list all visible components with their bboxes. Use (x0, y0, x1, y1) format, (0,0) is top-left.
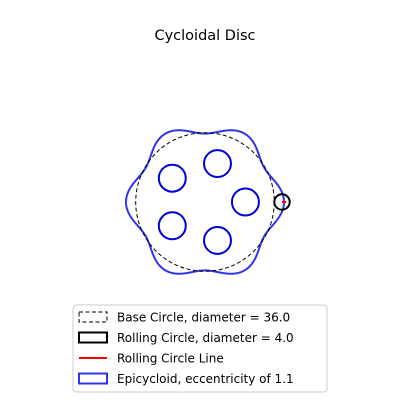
legend-entry-rolling: Rolling Circle, diameter = 4.0 (78, 331, 294, 345)
legend-entry-base: Base Circle, diameter = 36.0 (78, 311, 290, 325)
legend-entry-line: Rolling Circle Line (79, 352, 224, 366)
legend-swatch-box (78, 331, 108, 344)
legend-entry-epi: Epicycloid, eccentricity of 1.1 (78, 372, 294, 386)
legend-label: Rolling Circle Line (117, 352, 224, 366)
chart-title: Cycloidal Disc (154, 28, 255, 44)
legend-swatch-dashed (78, 311, 108, 323)
legend-label: Rolling Circle, diameter = 4.0 (117, 331, 294, 345)
rolling-circle (273, 193, 291, 211)
disc-hole (157, 211, 187, 241)
disc-hole (203, 149, 232, 179)
legend-swatch-box (78, 372, 108, 385)
legend-label: Epicycloid, eccentricity of 1.1 (117, 372, 294, 386)
disc-hole (203, 225, 232, 255)
legend-label: Base Circle, diameter = 36.0 (117, 311, 290, 325)
base-circle (135, 132, 275, 272)
epicycloid-curve (124, 129, 286, 275)
disc-hole (157, 163, 187, 193)
plot-area (124, 129, 291, 275)
legend-frame (72, 304, 328, 393)
disc-hole (230, 187, 260, 217)
